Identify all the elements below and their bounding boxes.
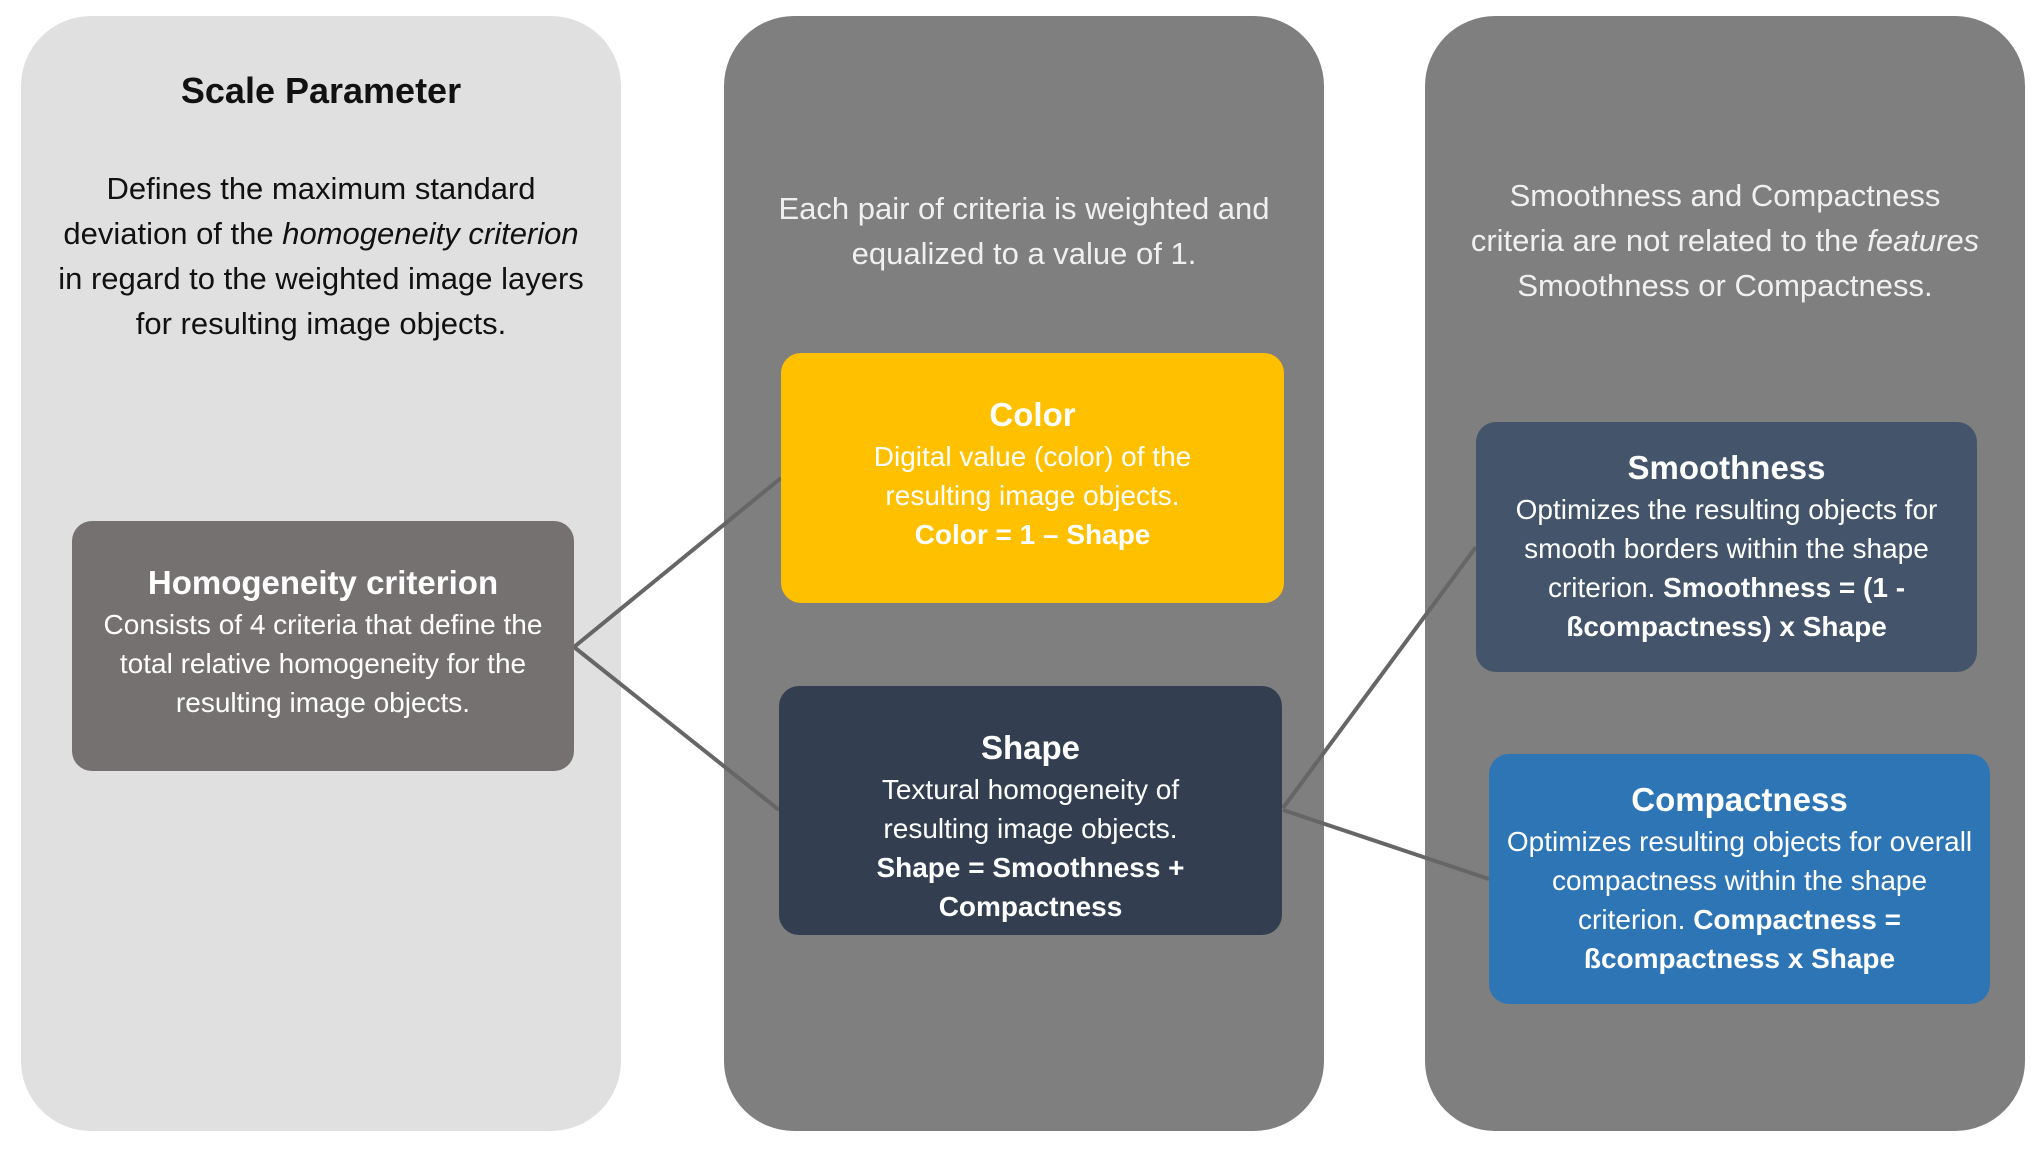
compactness-text: Optimizes resulting objects for overall … bbox=[1506, 826, 1973, 974]
compactness-title: Compactness bbox=[1631, 781, 1848, 818]
shape-box: Shape Textural homogeneity of resulting … bbox=[779, 686, 1282, 935]
connector-shape-compactness bbox=[1282, 808, 1490, 881]
scale-parameter-description: Defines the maximum standard deviation o… bbox=[58, 171, 584, 341]
compactness-box: Compactness Optimizes resulting objects … bbox=[1489, 754, 1990, 1004]
smoothness-box: Smoothness Optimizes the resulting objec… bbox=[1476, 422, 1977, 672]
connector-homogeneity-color bbox=[572, 476, 783, 649]
smoothness-formula: Smoothness = (1 - ßcompactness) x Shape bbox=[1566, 572, 1906, 642]
color-box: Color Digital value (color) of the resul… bbox=[781, 353, 1284, 603]
shape-text: Textural homogeneity of resulting image … bbox=[881, 774, 1180, 844]
features-description: Smoothness and Compactness criteria are … bbox=[1470, 178, 1980, 303]
connector-homogeneity-shape bbox=[572, 645, 781, 812]
smoothness-title: Smoothness bbox=[1627, 449, 1826, 486]
homogeneity-title: Homogeneity criterion bbox=[147, 564, 499, 601]
homogeneity-text: Consists of 4 criteria that define the t… bbox=[103, 609, 543, 718]
compactness-formula: Compactness = ßcompactness x Shape bbox=[1583, 904, 1901, 974]
color-title: Color bbox=[989, 396, 1076, 433]
connector-shape-smoothness bbox=[1281, 545, 1478, 810]
scale-parameter-title: Scale Parameter bbox=[180, 70, 462, 111]
weighting-description: Each pair of criteria is weighted and eq… bbox=[778, 191, 1270, 271]
shape-title: Shape bbox=[980, 729, 1081, 766]
shape-formula: Shape = Smoothness + Compactness bbox=[876, 852, 1185, 922]
color-text: Digital value (color) of the resulting i… bbox=[873, 441, 1192, 511]
smoothness-text: Optimizes the resulting objects for smoo… bbox=[1515, 494, 1938, 642]
homogeneity-criterion-box: Homogeneity criterion Consists of 4 crit… bbox=[72, 521, 574, 771]
color-formula: Color = 1 – Shape bbox=[914, 519, 1151, 550]
